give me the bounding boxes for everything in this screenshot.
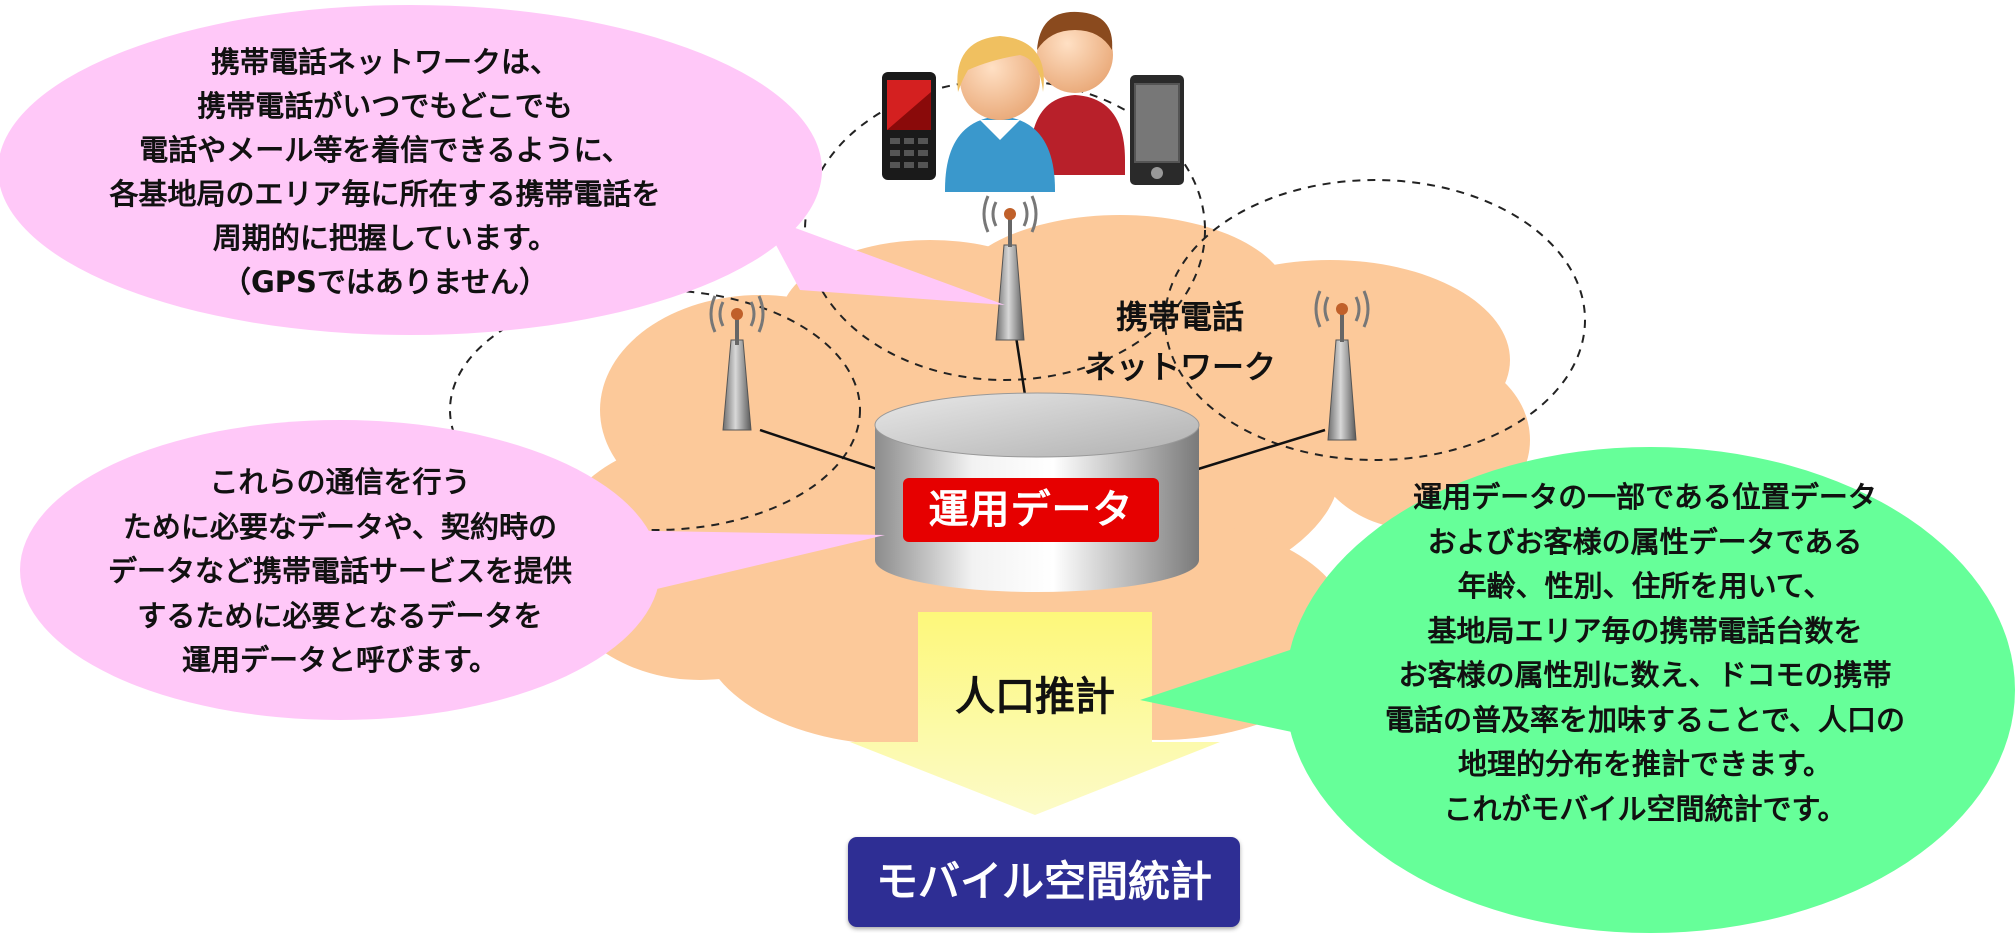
- antenna-tower-icon: [1314, 290, 1370, 441]
- coverage-area-left: [449, 289, 861, 531]
- bubble-right-text: 運用データの一部である位置データ およびお客様の属性データである 年齢、性別、住…: [1285, 475, 2005, 831]
- bubble-left-text: これらの通信を行う ために必要なデータや、契約時の データなど携帯電話サービスを…: [40, 460, 640, 683]
- bubble-top-line: 電話やメール等を着信できるように、: [139, 133, 631, 167]
- antenna-tower-icon: [982, 195, 1038, 341]
- coverage-area-right: [1164, 179, 1586, 461]
- bubble-top-line: 携帯電話がいつでもどこでも: [197, 89, 573, 123]
- bubble-left-line: 運用データと呼びます。: [181, 643, 499, 677]
- speech-bubble-left: [20, 420, 885, 720]
- bubble-right-line: 運用データの一部である位置データ: [1413, 480, 1877, 514]
- speech-bubble-right: [1140, 447, 2015, 933]
- bubble-top-line: （GPSではありません）: [221, 265, 549, 299]
- connection-lines: [759, 329, 1326, 472]
- antenna-tower-icon: [709, 295, 765, 431]
- bubble-top-line: 各基地局のエリア毎に所在する携帯電話を: [109, 177, 661, 211]
- bubble-right-line: およびお客様の属性データである: [1427, 524, 1863, 559]
- bubble-top-line: 周期的に把握しています。: [212, 221, 558, 255]
- mobile-phone-black-icon: [1130, 75, 1184, 185]
- network-label: 携帯電話 ネットワーク: [1070, 292, 1290, 392]
- mobile-phone-red-icon: [882, 72, 936, 180]
- database-label: 運用データ: [903, 478, 1159, 542]
- bubble-right-line: 地理的分布を推計できます。: [1457, 747, 1833, 781]
- bubble-left-line: ために必要なデータや、契約時の: [122, 509, 558, 544]
- estimation-arrow: [850, 612, 1220, 815]
- bubble-right-line: お客様の属性別に数え、ドコモの携帯: [1398, 658, 1892, 692]
- network-label-line: 携帯電話: [1115, 298, 1244, 336]
- bubble-right-line: 電話の普及率を加味することで、人口の: [1385, 702, 1905, 737]
- speech-bubble-top: [0, 5, 1005, 335]
- result-label: モバイル空間統計: [848, 837, 1240, 927]
- bubble-right-line: これがモバイル空間統計です。: [1443, 791, 1847, 826]
- bubble-left-line: これらの通信を行う: [209, 465, 471, 499]
- bubble-top-line: 携帯電話ネットワークは、: [210, 45, 559, 79]
- users-icon: [945, 11, 1125, 192]
- bubble-right-line: 基地局エリア毎の携帯電話台数を: [1427, 613, 1863, 648]
- bubble-left-line: データなど携帯電話サービスを提供: [107, 554, 572, 588]
- network-label-line: ネットワーク: [1083, 348, 1276, 386]
- bubble-top-text: 携帯電話ネットワークは、 携帯電話がいつでもどこでも 電話やメール等を着信できる…: [40, 40, 730, 304]
- estimation-label: 人口推計: [955, 674, 1115, 720]
- bubble-right-line: 年齢、性別、住所を用いて、: [1457, 569, 1833, 603]
- bubble-left-line: するために必要となるデータを: [137, 598, 543, 633]
